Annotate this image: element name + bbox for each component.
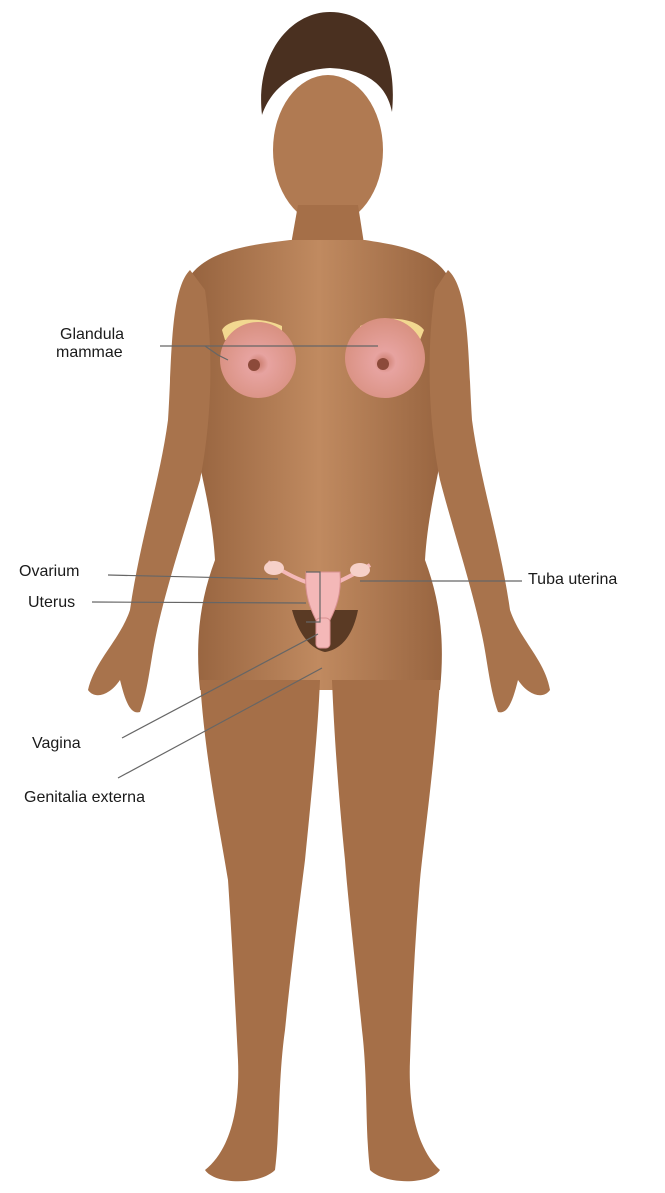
label-vagina: Vagina [32, 735, 81, 753]
right-nipple [377, 358, 389, 370]
right-ovarium [350, 563, 370, 577]
left-leg [200, 680, 320, 1181]
right-arm [430, 270, 550, 712]
label-glandula-mammae-line2: mammae [56, 344, 123, 362]
label-genitalia-externa: Genitalia externa [24, 789, 145, 807]
head [273, 75, 383, 225]
left-breast [220, 322, 296, 398]
label-tuba-uterina: Tuba uterina [528, 571, 617, 589]
label-uterus: Uterus [28, 594, 75, 612]
right-leg [332, 680, 440, 1181]
label-ovarium: Ovarium [19, 563, 79, 581]
right-breast [345, 318, 425, 398]
label-glandula-mammae-line1: Glandula [60, 326, 124, 344]
left-nipple [248, 359, 260, 371]
left-ovarium [264, 561, 284, 575]
